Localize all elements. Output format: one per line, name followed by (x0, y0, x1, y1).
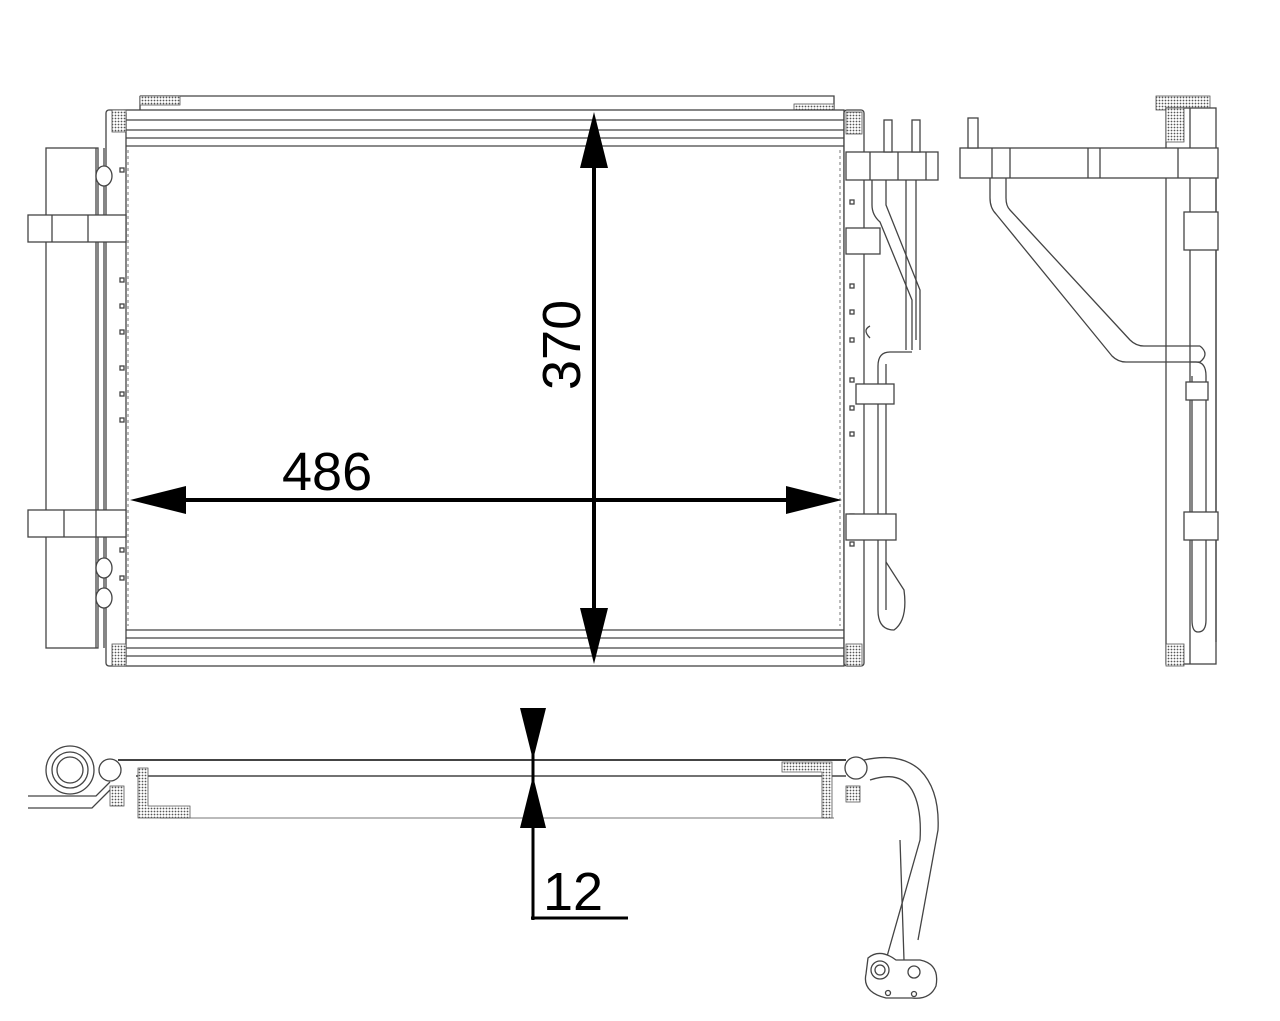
height-dimension-label: 370 (532, 300, 592, 390)
front-view (27, 95, 939, 667)
receiver-drier (27, 147, 127, 649)
top-view (28, 745, 939, 999)
dimension-width (130, 486, 842, 514)
width-dimension-label: 486 (282, 442, 372, 502)
left-clip-markers (119, 167, 125, 581)
right-pipe-assembly (845, 119, 939, 631)
right-side-view (959, 95, 1219, 667)
dimension-height (580, 112, 608, 664)
depth-dimension-label: 12 (543, 862, 603, 922)
dimension-depth (520, 708, 628, 920)
